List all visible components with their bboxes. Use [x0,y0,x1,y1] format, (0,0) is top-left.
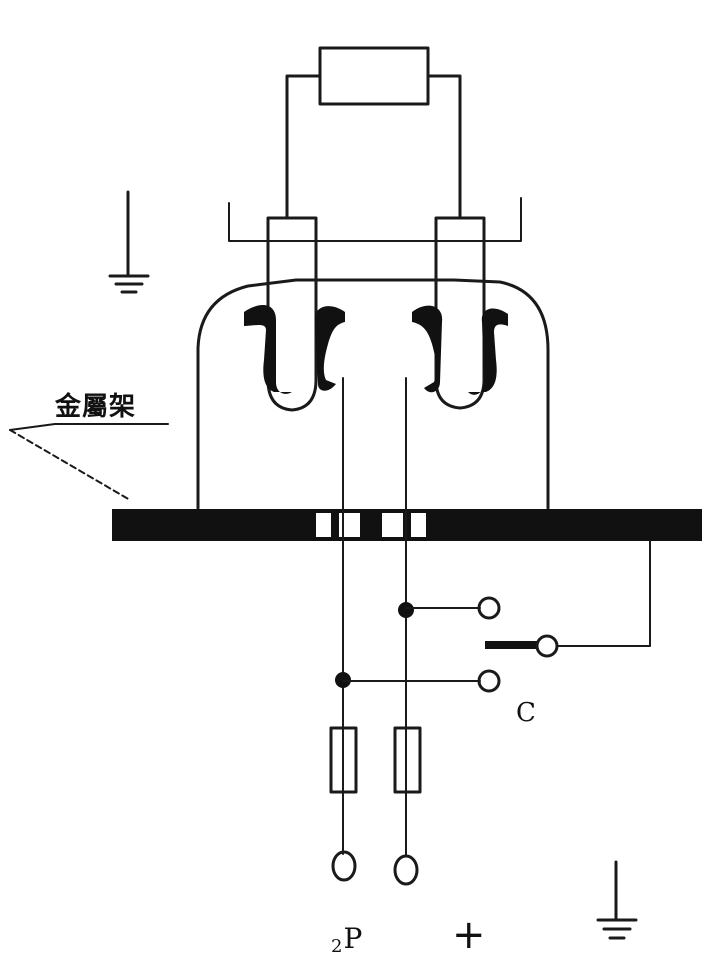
upper-bracket [228,197,522,242]
load-wire-right [426,74,462,220]
polarity-subscript: 2 [331,936,343,957]
metal-frame-label: 金屬架 [55,392,137,422]
metal-frame-arch [196,278,550,510]
right-tube [412,216,508,410]
frame-switch [485,540,651,658]
top-load-circuit [285,46,462,220]
ground-symbol-icon [108,190,150,294]
capacitor-terminal-top [477,596,501,620]
load-resistor [318,46,430,106]
metal-frame-pointer [9,423,169,501]
left-tube-electrode [244,305,292,394]
right-tube-electrode [412,305,443,393]
ground-symbol-icon [596,860,638,940]
output-terminal-right [393,854,419,886]
capacitor-label: C [516,698,536,728]
right-tube-electrode-right [468,308,508,395]
output-terminal-left [331,850,357,882]
capacitor-terminal-bottom [477,669,501,693]
polarity-2p-label: 2P [331,922,362,957]
right-fuse [393,726,422,794]
junction-dot-right [398,602,414,618]
polarity-p: P [343,922,363,955]
left-tube [244,216,345,412]
polarity-plus-label: + [452,912,486,958]
load-wire-left [285,74,322,220]
left-tube-electrode-right [314,306,345,391]
switch-terminal [535,634,559,658]
left-fuse [329,726,358,794]
